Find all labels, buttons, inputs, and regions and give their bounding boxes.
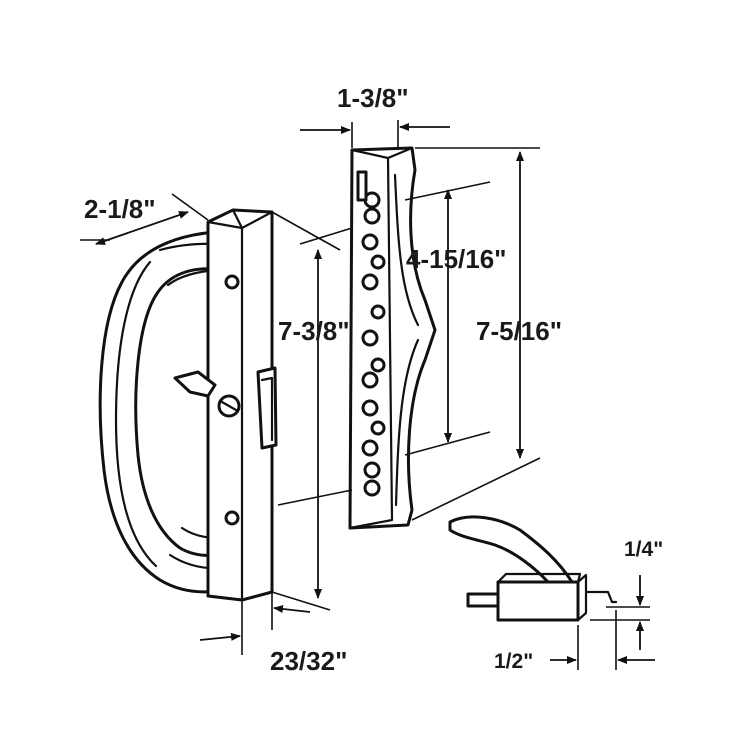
plate-face-edge bbox=[348, 146, 414, 530]
label-handle-height: 7-3/8" bbox=[278, 316, 350, 346]
label-plate-height: 7-5/16" bbox=[476, 316, 562, 346]
latch-bolt bbox=[466, 592, 500, 608]
plate-hole bbox=[361, 329, 379, 347]
latch-body-top bbox=[496, 572, 588, 622]
ext-line bbox=[171, 193, 209, 221]
plate-hole bbox=[361, 371, 379, 389]
interior-plate bbox=[348, 146, 437, 530]
plate-bevel bbox=[393, 173, 420, 507]
bottom-screw bbox=[224, 510, 240, 526]
side-latch-detail bbox=[260, 376, 274, 442]
plate-hole bbox=[370, 254, 386, 270]
lock-screw-slot bbox=[220, 400, 238, 412]
ext-line bbox=[277, 489, 353, 506]
dim-arrow bbox=[273, 605, 311, 613]
label-handle-width: 2-1/8" bbox=[84, 194, 156, 224]
dim-arrow bbox=[95, 211, 189, 245]
plate-hole bbox=[361, 273, 379, 291]
ext-line bbox=[271, 211, 341, 251]
handle-grip-inner-edge bbox=[114, 260, 158, 568]
ext-line bbox=[404, 431, 491, 456]
plate-hole bbox=[370, 420, 386, 436]
ext-line bbox=[271, 591, 331, 611]
plate-hole bbox=[363, 207, 381, 225]
label-latch-width: 1/2" bbox=[494, 650, 533, 673]
latch-spring-wire bbox=[584, 590, 618, 604]
latch-part bbox=[448, 515, 618, 622]
label-handle-depth: 23/32" bbox=[270, 646, 347, 676]
dim-arrow bbox=[199, 632, 241, 641]
escutcheon-face-edge bbox=[206, 208, 274, 602]
dimension-lines bbox=[80, 120, 655, 670]
label-latch-height: 1/4" bbox=[624, 538, 663, 561]
latch-lever bbox=[448, 515, 574, 584]
plate-hole bbox=[361, 439, 379, 457]
top-screw bbox=[224, 274, 240, 290]
dimension-labels: 1-3/8" 2-1/8" 7-3/8" 4-15/16" 7-5/16" 23… bbox=[84, 83, 663, 676]
plate-hole bbox=[370, 357, 386, 373]
plate-hole bbox=[370, 304, 386, 320]
plate-hole bbox=[361, 233, 379, 251]
latch-body bbox=[496, 580, 580, 622]
ext-line bbox=[411, 457, 541, 521]
plate-hole bbox=[363, 461, 381, 479]
plate-hole bbox=[363, 479, 381, 497]
plate-tab bbox=[356, 170, 368, 202]
plate-holes bbox=[361, 191, 386, 497]
label-plate-width: 1-3/8" bbox=[337, 83, 409, 113]
label-hole-spacing: 4-15/16" bbox=[406, 244, 507, 274]
thumb-lever bbox=[173, 370, 217, 398]
ext-line bbox=[299, 227, 353, 245]
plate-hole bbox=[361, 399, 379, 417]
exterior-handle bbox=[98, 208, 278, 602]
